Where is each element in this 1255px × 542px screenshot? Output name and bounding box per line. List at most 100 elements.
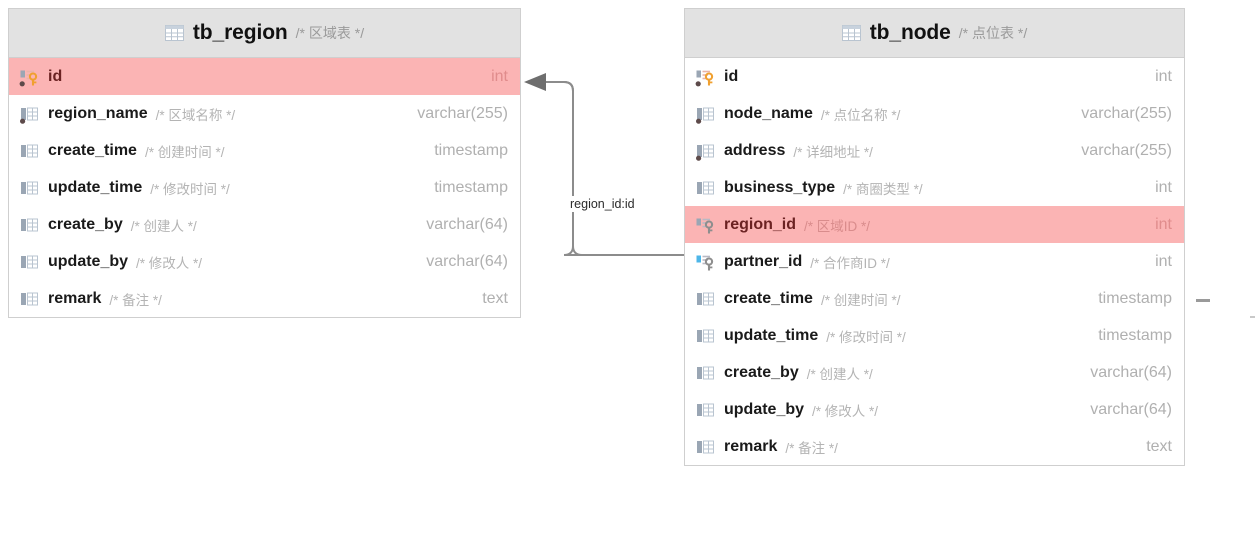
column-icon bbox=[697, 403, 714, 416]
column-row[interactable]: region_id /* 区域ID */ int bbox=[685, 206, 1184, 243]
primary-key-icon bbox=[695, 70, 714, 86]
column-row[interactable]: remark /* 备注 */ text bbox=[685, 428, 1184, 465]
column-name: id bbox=[724, 67, 739, 85]
column-type: varchar(255) bbox=[1081, 104, 1172, 122]
column-icon bbox=[696, 144, 714, 161]
column-type: timestamp bbox=[434, 141, 508, 159]
column-name: create_by bbox=[48, 215, 123, 233]
column-name: id bbox=[48, 67, 63, 85]
column-type: varchar(64) bbox=[426, 215, 508, 233]
column-comment: /* 修改时间 */ bbox=[150, 181, 230, 197]
column-row[interactable]: address /* 详细地址 */ varchar(255) bbox=[685, 132, 1184, 169]
column-type: varchar(64) bbox=[1090, 363, 1172, 381]
column-type: int bbox=[1155, 215, 1172, 233]
column-comment: /* 商圈类型 */ bbox=[843, 181, 923, 197]
column-icon bbox=[21, 218, 38, 231]
column-comment: /* 备注 */ bbox=[109, 292, 162, 308]
column-comment: /* 点位名称 */ bbox=[820, 107, 901, 123]
relationship-label: region_id:id bbox=[568, 196, 637, 212]
relationship-line-path bbox=[536, 81, 684, 256]
column-list: id int region_name /* 区域名称 */ varchar(255) cr… bbox=[9, 58, 520, 317]
entity-header: tb_region /* 区域表 */ bbox=[9, 9, 520, 58]
column-row[interactable]: create_time/* 创建时间 */timestamp bbox=[685, 280, 1184, 317]
column-row[interactable]: create_by /* 创建人 */ varchar(64) bbox=[685, 354, 1184, 391]
column-icon bbox=[697, 181, 714, 194]
table-icon bbox=[164, 25, 184, 41]
foreign-key-icon bbox=[696, 218, 714, 233]
column-type: varchar(64) bbox=[1090, 400, 1172, 418]
column-row[interactable]: node_name /* 点位名称 */ varchar(255) bbox=[685, 95, 1184, 132]
column-row[interactable]: update_by/* 修改人 */varchar(64) bbox=[9, 243, 520, 280]
column-comment: /* 创建时间 */ bbox=[144, 144, 225, 160]
column-name: region_id bbox=[724, 215, 797, 233]
column-icon bbox=[21, 255, 38, 268]
column-row[interactable]: update_by /* 修改人 */ varchar(64) bbox=[685, 391, 1184, 428]
column-name: region_name bbox=[48, 104, 148, 122]
column-name: create_time bbox=[724, 289, 813, 307]
column-icon bbox=[696, 107, 714, 124]
column-row[interactable]: remark /* 备注 */ text bbox=[9, 280, 520, 317]
column-icon bbox=[697, 329, 714, 342]
column-name: address bbox=[724, 141, 786, 159]
offscreen-connector-stub-2 bbox=[1250, 316, 1255, 318]
column-name: create_by bbox=[724, 363, 799, 381]
column-type: varchar(255) bbox=[417, 104, 508, 122]
column-comment: /* 区域ID */ bbox=[804, 218, 871, 234]
column-name: update_time bbox=[48, 178, 143, 196]
column-comment: /* 创建人 */ bbox=[130, 218, 197, 234]
column-type: text bbox=[482, 289, 508, 307]
column-name: update_time bbox=[724, 326, 819, 344]
column-name: business_type bbox=[724, 178, 836, 196]
column-type: int bbox=[1155, 252, 1172, 270]
column-type: int bbox=[1155, 178, 1172, 196]
column-name: node_name bbox=[724, 104, 813, 122]
column-row[interactable]: update_time /* 修改时间 */ timestamp bbox=[9, 169, 520, 206]
column-icon bbox=[697, 440, 714, 453]
entity-title: tb_region bbox=[192, 21, 288, 44]
column-comment: /* 详细地址 */ bbox=[793, 144, 873, 160]
column-row[interactable]: create_time /* 创建时间 */ timestamp bbox=[9, 132, 520, 169]
entity-header: tb_node /* 点位表 */ bbox=[685, 9, 1184, 58]
column-comment: /* 创建时间 */ bbox=[820, 292, 901, 308]
column-icon bbox=[21, 144, 38, 157]
column-type: varchar(255) bbox=[1081, 141, 1172, 159]
column-comment: /* 区域名称 */ bbox=[155, 107, 236, 123]
entity-table-tb-region[interactable]: tb_region /* 区域表 */ id int region_name /* 区… bbox=[8, 8, 521, 318]
column-comment: /* 合作商ID */ bbox=[810, 255, 890, 271]
column-name: remark bbox=[724, 437, 778, 455]
column-icon bbox=[697, 366, 714, 379]
table-icon bbox=[841, 25, 861, 41]
column-comment: /* 修改人 */ bbox=[812, 403, 879, 419]
column-type: timestamp bbox=[1098, 326, 1172, 344]
foreign-key-icon bbox=[696, 255, 714, 270]
primary-key-icon bbox=[19, 70, 38, 86]
column-icon bbox=[697, 292, 714, 305]
column-icon bbox=[20, 107, 38, 124]
column-name: remark bbox=[48, 289, 102, 307]
column-name: update_by bbox=[724, 400, 805, 418]
column-comment: /* 修改人 */ bbox=[136, 255, 203, 271]
column-type: timestamp bbox=[434, 178, 508, 196]
column-type: text bbox=[1146, 437, 1172, 455]
column-row[interactable]: partner_id /* 合作商ID */ int bbox=[685, 243, 1184, 280]
column-row[interactable]: region_name /* 区域名称 */ varchar(255) bbox=[9, 95, 520, 132]
column-icon bbox=[21, 181, 38, 194]
column-comment: /* 备注 */ bbox=[785, 440, 838, 456]
relationship-arrowhead bbox=[524, 73, 546, 91]
column-row[interactable]: business_type /* 商圈类型 */ int bbox=[685, 169, 1184, 206]
column-name: update_by bbox=[48, 252, 129, 270]
column-name: partner_id bbox=[724, 252, 803, 270]
column-comment: /* 修改时间 */ bbox=[826, 329, 906, 345]
column-row[interactable]: update_time /* 修改时间 */ timestamp bbox=[685, 317, 1184, 354]
column-comment: /* 创建人 */ bbox=[806, 366, 873, 382]
column-name: create_time bbox=[48, 141, 137, 159]
column-icon bbox=[21, 292, 38, 305]
column-row[interactable]: create_by /* 创建人 */ varchar(64) bbox=[9, 206, 520, 243]
column-type: int bbox=[491, 67, 508, 85]
offscreen-connector-stub bbox=[1196, 299, 1210, 302]
column-row[interactable]: id int bbox=[9, 58, 520, 95]
